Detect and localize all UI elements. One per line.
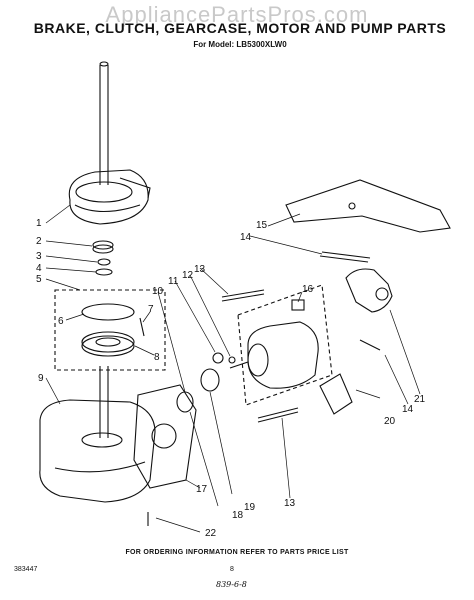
motor-group-box	[237, 284, 333, 406]
callout-3: 3	[36, 251, 42, 262]
callout-19: 19	[244, 502, 256, 513]
part-motor-switch	[291, 299, 305, 311]
part-clutch-spring	[81, 303, 135, 321]
callout-18: 18	[232, 510, 244, 521]
model-subtitle: For Model: LB5300XLW0	[193, 40, 287, 49]
part-clip	[228, 356, 236, 364]
callout-1: 1	[36, 218, 42, 229]
part-motor	[229, 321, 319, 389]
part-pin	[139, 317, 145, 337]
part-brake-assembly	[68, 61, 151, 225]
part-clutch-pulley	[81, 335, 135, 357]
part-pump-impeller	[200, 368, 220, 392]
clutch-group-box	[54, 289, 166, 371]
callout-9: 9	[38, 373, 44, 384]
part-shield	[285, 179, 451, 233]
callout-22: 22	[205, 528, 217, 539]
callout-8: 8	[154, 352, 160, 363]
ordering-note: FOR ORDERING INFORMATION REFER TO PARTS …	[125, 549, 349, 556]
callout-15: 15	[256, 220, 268, 231]
callout-2: 2	[36, 236, 42, 247]
callout-17: 17	[196, 484, 208, 495]
callout-labels: 1 2 3 4 5 6 7 8 9 10 11 12 13 13 14 14 1…	[36, 218, 426, 539]
handwritten-code: 839-6-8	[216, 580, 247, 589]
part-mount-plate	[319, 373, 353, 415]
part-spacer	[212, 352, 224, 364]
part-bearing	[92, 240, 114, 250]
callout-11: 11	[168, 276, 179, 287]
diagram-title: BRAKE, CLUTCH, GEARCASE, MOTOR AND PUMP …	[33, 20, 447, 36]
callout-10: 10	[152, 286, 164, 297]
part-pump	[345, 268, 393, 313]
part-pump-mount-plate	[133, 384, 197, 489]
callout-21: 21	[414, 394, 426, 405]
callout-20: 20	[384, 416, 396, 427]
page-number: 8	[230, 566, 234, 573]
part-motor-strap	[221, 289, 265, 298]
callout-4: 4	[36, 263, 42, 274]
part-gearcase	[39, 366, 156, 503]
callout-16: 16	[302, 284, 314, 295]
callout-5: 5	[36, 274, 42, 285]
callout-14-right: 14	[402, 404, 414, 415]
callout-14-top: 14	[240, 232, 252, 243]
part-retaining-ring	[95, 268, 113, 276]
callout-13-top: 13	[194, 264, 206, 275]
callout-12: 12	[182, 270, 194, 281]
callout-6: 6	[58, 316, 64, 327]
part-washer	[97, 258, 111, 266]
callout-7: 7	[148, 304, 154, 315]
doc-number: 383447	[14, 566, 38, 573]
part-strap	[321, 251, 371, 259]
callout-13-bottom: 13	[284, 498, 296, 509]
watermark: AppliancePartsPros.com	[105, 2, 369, 27]
